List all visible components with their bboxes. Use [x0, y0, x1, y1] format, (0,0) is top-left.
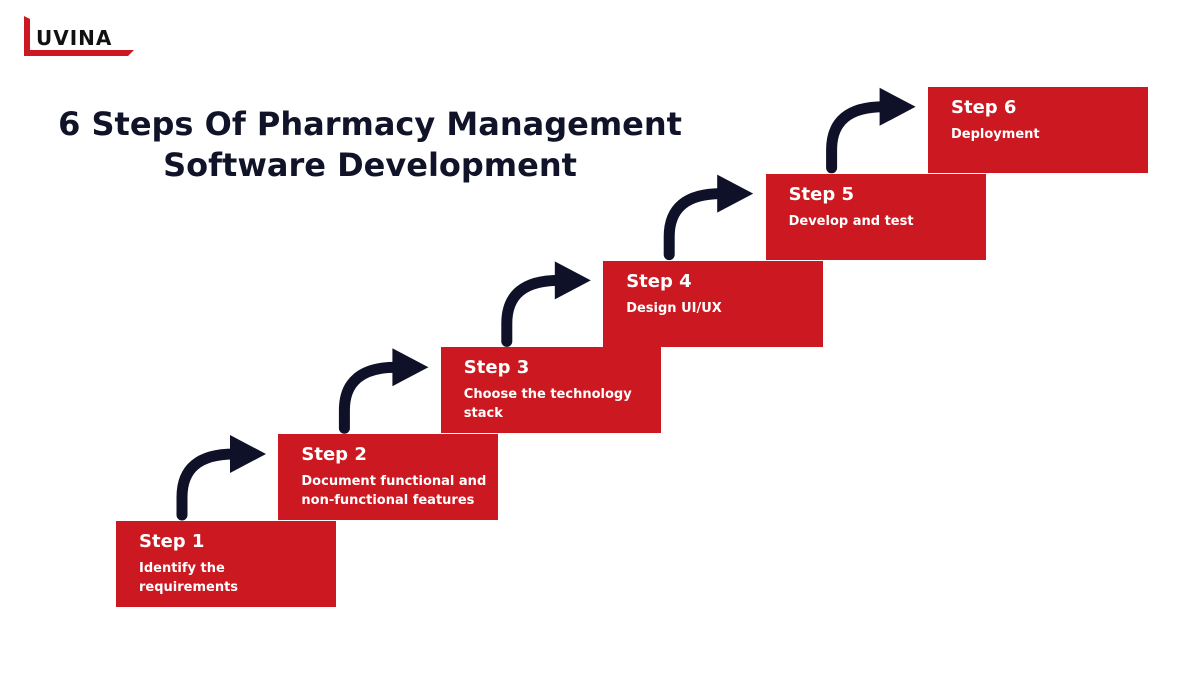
step-description: Develop and test	[788, 213, 914, 229]
step-2-box: Step 2 Document functional and non-functi…	[278, 434, 499, 521]
curved-arrow-icon	[501, 261, 591, 347]
step-5-box: Step 5 Develop and test	[765, 173, 986, 260]
logo-text: UVINA	[36, 26, 113, 50]
step-3-box: Step 3 Choose the technology stack	[440, 347, 661, 434]
curved-arrow-icon	[338, 348, 429, 434]
step-label: Step 2	[301, 444, 367, 466]
step-label: Step 1	[139, 531, 205, 552]
step-label: Step 6	[951, 97, 1017, 118]
step-1-box: Step 1 Identify the requirements	[116, 521, 336, 607]
step-description: Identify the requirements	[139, 561, 239, 595]
step-label: Step 5	[788, 183, 855, 205]
step-description: Document functional and non-functional f…	[301, 474, 487, 509]
step-4-box: Step 4 Design UI/UX	[603, 260, 824, 347]
luvina-logo: UVINA	[22, 14, 138, 58]
step-6-box: Step 6 Deployment	[928, 87, 1148, 173]
page-title: 6 Steps Of Pharmacy Management Software …	[58, 105, 682, 184]
step-description: Deployment	[951, 127, 1040, 142]
step-description: Design UI/UX	[626, 300, 722, 316]
step-description: Choose the technology stack	[463, 387, 632, 422]
step-label: Step 4	[626, 270, 692, 292]
step-label: Step 3	[463, 357, 530, 379]
curved-arrow-icon	[663, 174, 754, 261]
logo-mark-icon	[24, 16, 134, 56]
curved-arrow-icon	[826, 87, 916, 174]
curved-arrow-icon	[176, 435, 266, 521]
